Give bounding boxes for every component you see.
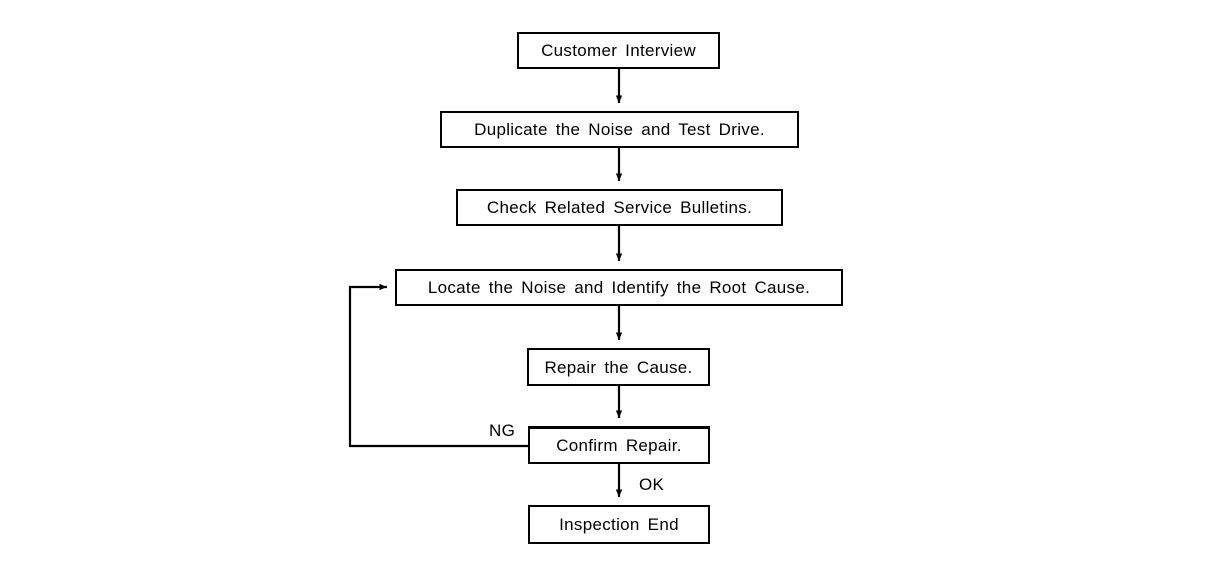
node-duplicate-noise[interactable]: Duplicate the Noise and Test Drive. xyxy=(440,111,799,148)
node-confirm-repair[interactable]: Confirm Repair. xyxy=(528,426,710,464)
node-check-bulletins[interactable]: Check Related Service Bulletins. xyxy=(456,189,783,226)
node-label-inspection-end: Inspection End xyxy=(559,515,679,534)
edge-label-ng: NG xyxy=(487,421,518,440)
node-repair-cause[interactable]: Repair the Cause. xyxy=(527,348,710,386)
node-label-repair-cause: Repair the Cause. xyxy=(544,357,693,377)
node-customer-interview[interactable]: Customer Interview xyxy=(517,32,720,69)
node-label-check-bulletins: Check Related Service Bulletins. xyxy=(486,198,753,217)
node-label-confirm-repair: Confirm Repair. xyxy=(556,436,682,455)
edge-label-ok: OK xyxy=(637,475,667,494)
node-locate-noise[interactable]: Locate the Noise and Identify the Root C… xyxy=(395,269,843,306)
node-label-duplicate-noise: Duplicate the Noise and Test Drive. xyxy=(474,120,765,139)
node-label-customer-interview: Customer Interview xyxy=(541,41,696,60)
node-inspection-end[interactable]: Inspection End xyxy=(528,505,710,544)
node-label-locate-noise: Locate the Noise and Identify the Root C… xyxy=(427,278,811,297)
